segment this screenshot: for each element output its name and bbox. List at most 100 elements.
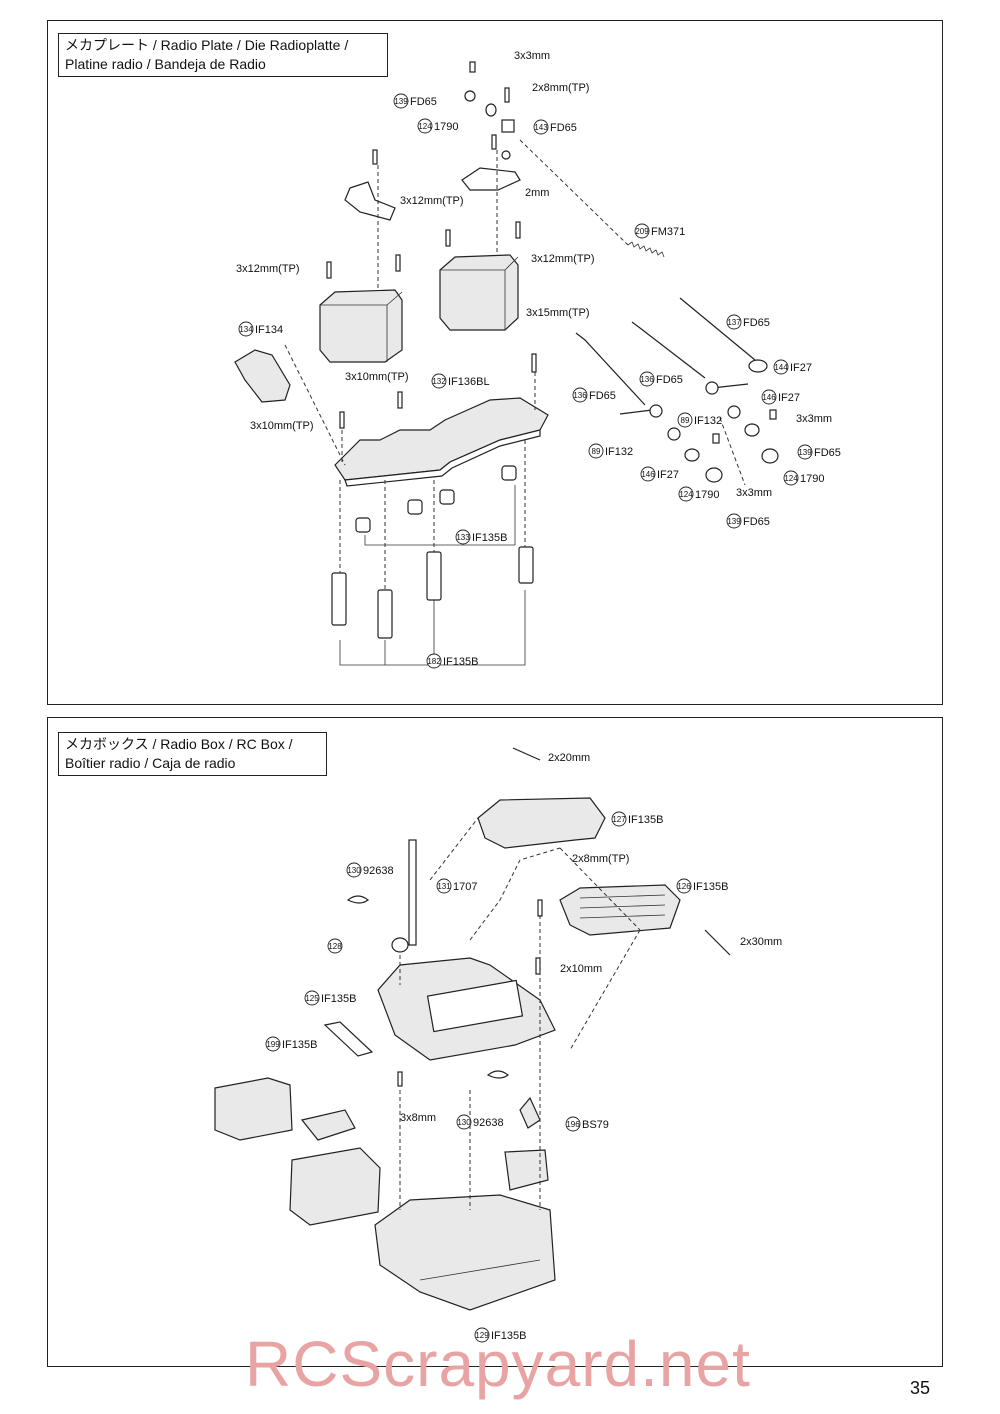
part-number: 139 [394,97,408,106]
part-label: 3x3mm [796,413,832,425]
radio-box-drawing [214,747,731,1311]
part-text: 92638 [363,865,394,877]
part-text: 3x10mm(TP) [345,371,409,383]
part-text: 3x12mm(TP) [531,253,595,265]
part-text: IF27 [778,392,800,404]
part-number: 146 [762,393,776,402]
part-number: 124 [418,122,432,131]
part-number: 139 [727,517,741,526]
part-text: IF135B [443,656,478,668]
part-number: 137 [727,318,741,327]
part-text: 2x20mm [548,752,590,764]
part-text: IF135B [628,814,663,826]
part-number: 89 [592,447,601,456]
part-text: 3x12mm(TP) [236,263,300,275]
part-text: IF135B [321,993,356,1005]
part-text: 3x3mm [796,413,832,425]
part-label: 3x3mm [736,487,772,499]
part-text: 2mm [525,187,549,199]
part-text: 3x12mm(TP) [400,195,464,207]
part-number: 143 [534,123,548,132]
part-number: 127 [612,815,626,824]
part-number: 124 [784,474,798,483]
part-number: 131 [437,882,451,891]
part-label: 2x8mm(TP) [532,82,589,94]
part-number: 130 [457,1118,471,1127]
part-text: 3x10mm(TP) [250,420,314,432]
part-label: 89 IF132 [677,412,722,428]
part-label: 3x15mm(TP) [526,307,590,319]
part-label: 3x12mm(TP) [236,263,300,275]
part-number: 146 [641,470,655,479]
part-number: 130 [347,866,361,875]
part-number: 129 [475,1331,489,1340]
part-text: FD65 [410,96,437,108]
part-number: 89 [681,416,690,425]
radio-plate-title-line2: Platine radio / Bandeja de Radio [65,56,266,72]
part-text: 1707 [453,881,477,893]
part-label: 2x8mm(TP) [572,853,629,865]
part-number: 182 [427,657,441,666]
part-text: FD65 [743,317,770,329]
part-text: 1790 [695,489,719,501]
radio-box-title-line1: メカボックス / Radio Box / RC Box / [65,736,293,752]
part-number: 139 [798,448,812,457]
part-text: FD65 [743,516,770,528]
part-text: IF135B [472,532,507,544]
page-number: 35 [910,1378,931,1398]
part-label: 3x8mm [400,1112,436,1124]
part-text: IF136BL [448,376,490,388]
part-label: 3x3mm [514,50,550,62]
part-text: BS79 [582,1119,609,1131]
radio-box-title: メカボックス / Radio Box / RC Box / Boîtier ra… [58,732,327,776]
part-number: 136 [573,391,587,400]
part-text: IF132 [605,446,633,458]
radio-plate-title: メカプレート / Radio Plate / Die Radioplatte /… [58,33,388,77]
part-text: IF135B [693,881,728,893]
part-text: IF27 [790,362,812,374]
part-label: 2mm [525,187,549,199]
part-number: 199 [266,1040,280,1049]
radio-plate-drawing [234,61,779,666]
part-number: 134 [239,325,253,334]
part-text: FM371 [651,226,685,238]
part-text: IF132 [694,415,722,427]
part-text: 3x15mm(TP) [526,307,590,319]
part-text: 1790 [434,121,458,133]
part-number: 128 [328,942,342,951]
radio-box-panel: メカボックス / Radio Box / RC Box / Boîtier ra… [47,717,943,1367]
part-text: IF135B [282,1039,317,1051]
part-label: 3x12mm(TP) [531,253,595,265]
part-number: 196 [566,1120,580,1129]
part-text: FD65 [814,447,841,459]
radio-plate-title-line1: メカプレート / Radio Plate / Die Radioplatte / [65,37,349,53]
radio-plate-panel: メカプレート / Radio Plate / Die Radioplatte /… [47,20,943,705]
part-number: 136 [640,375,654,384]
part-text: 2x10mm [560,963,602,975]
part-text: 3x3mm [736,487,772,499]
part-text: 2x8mm(TP) [532,82,589,94]
part-number: 132 [432,377,446,386]
part-number: 209 [635,227,649,236]
